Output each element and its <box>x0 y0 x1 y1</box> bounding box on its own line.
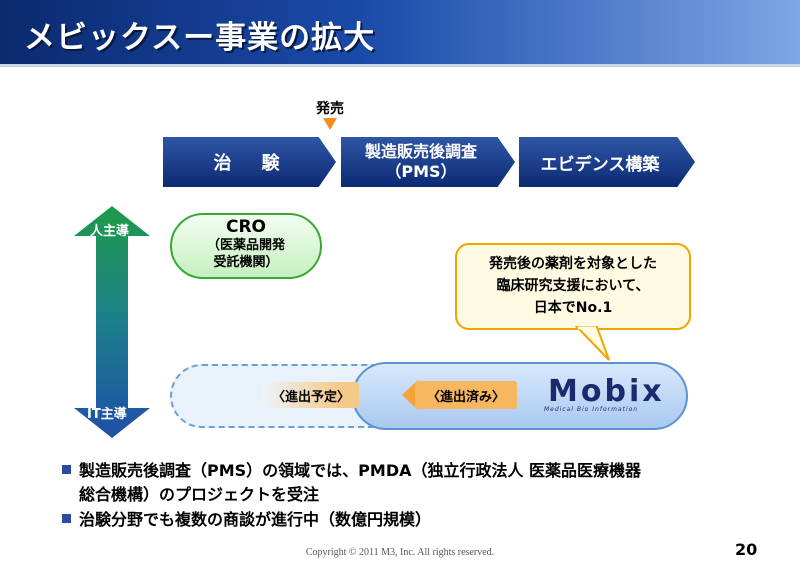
launch-marker-icon <box>323 118 337 130</box>
phase-clinical-trial: 治 験 <box>163 137 336 187</box>
vertical-axis-arrow <box>74 206 150 438</box>
callout-line3: 日本でNo.1 <box>533 300 613 316</box>
bullet-square-icon <box>62 465 71 474</box>
bullet-square-icon <box>62 514 71 523</box>
callout-box: 発売後の薬剤を対象とした 臨床研究支援において、 日本でNo.1 <box>455 243 691 330</box>
cro-desc-line1: （医薬品開発 <box>206 238 285 253</box>
phase-label: エビデンス構築 <box>540 154 660 175</box>
phase-evidence: エビデンス構築 <box>519 137 695 187</box>
logo-wordmark: Mobix <box>548 374 665 409</box>
launch-label: 発売 <box>316 101 344 117</box>
callout-line1: 発売後の薬剤を対象とした <box>489 256 657 272</box>
axis-top-label: 人主導 <box>90 224 130 239</box>
bullet-1: 製造販売後調査（PMS）の領域では、PMDA（独立行政法人 医薬品医療機器 総合… <box>62 459 641 507</box>
planned-label: 〈進出予定〉 <box>263 382 359 408</box>
cro-name: CRO <box>225 217 267 237</box>
slide-title: メビックスー事業の拡大 <box>24 20 376 56</box>
bullet-1-line2: 総合機構）のプロジェクトを受注 <box>79 485 320 504</box>
cro-desc-line2: 受託機関） <box>213 255 279 270</box>
page-number: 20 <box>735 540 758 559</box>
arrow-left-icon <box>402 380 418 410</box>
callout-line2: 臨床研究支援において、 <box>496 278 650 294</box>
copyright: Copyright © 2011 M3, Inc. All rights res… <box>305 547 495 558</box>
done-label: 〈進出済み〉 <box>415 381 517 409</box>
logo-tagline: Medical Bio Information <box>544 406 639 413</box>
cro-pill: CRO （医薬品開発 受託機関） <box>170 213 322 279</box>
bullet-2-line1: 治験分野でも複数の商談が進行中（数億円規模） <box>79 510 432 529</box>
bullet-1-line1: 製造販売後調査（PMS）の領域では、PMDA（独立行政法人 医薬品医療機器 <box>79 461 642 480</box>
phase-pms: 製造販売後調査 （PMS） <box>341 137 515 187</box>
title-divider <box>0 64 800 67</box>
phase-label: 治 験 <box>213 153 286 174</box>
title-bar <box>0 0 800 64</box>
axis-bottom-label: IT主導 <box>87 407 127 422</box>
phase-sublabel: （PMS） <box>385 162 457 181</box>
phase-label: 製造販売後調査 <box>364 142 477 161</box>
callout-pointer <box>575 326 610 361</box>
bullet-2: 治験分野でも複数の商談が進行中（数億円規模） <box>62 508 431 532</box>
